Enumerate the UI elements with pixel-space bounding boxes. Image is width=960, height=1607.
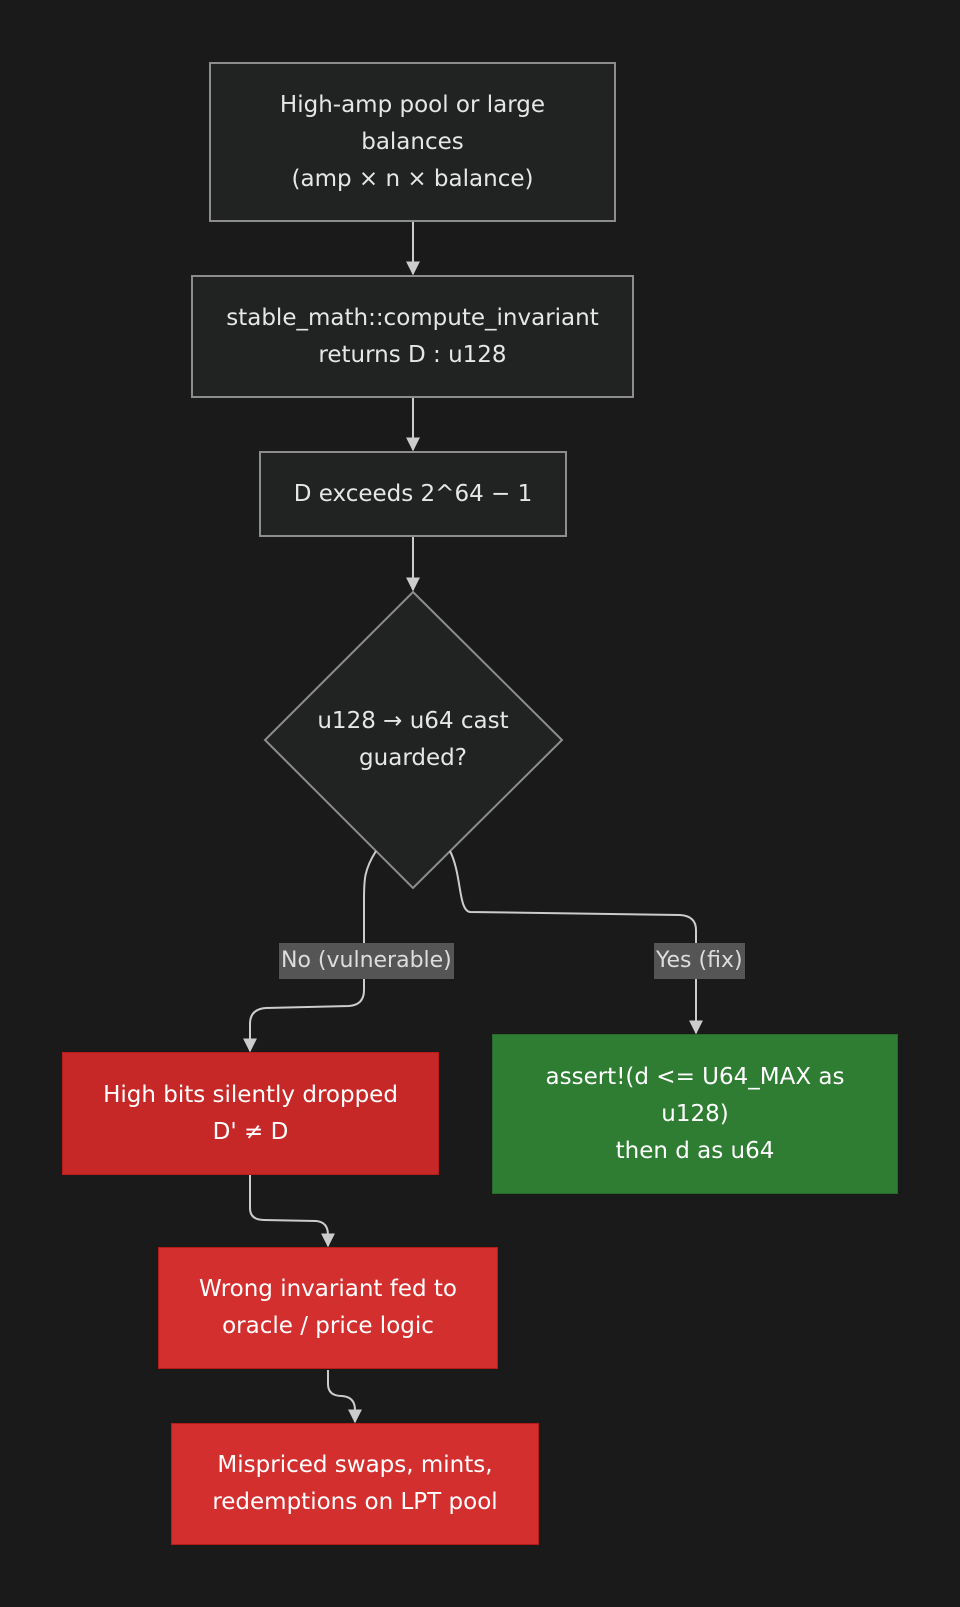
node-exceeds-label: D exceeds 2^64 − 1	[293, 480, 533, 507]
edge-wrong-mispriced	[327, 1370, 362, 1424]
node-mispriced: Mispriced swaps, mints, redemptions on L…	[171, 1423, 539, 1545]
decision-label: u128 → u64 cast guarded?	[317, 708, 509, 771]
node-start-label: High-amp pool or large balances (amp × n…	[279, 91, 546, 192]
edge-dropped-wrong	[249, 1175, 335, 1248]
edge-decision-fix	[449, 850, 703, 1035]
decision-diamond	[263, 590, 564, 890]
node-compute-invariant-label: stable_math::compute_invariant returns D…	[226, 304, 599, 368]
edge-decision-dropped	[243, 850, 377, 1053]
node-high-bits-dropped-label: High bits silently dropped D' ≠ D	[103, 1081, 398, 1145]
node-fix: assert!(d <= U64_MAX as u128) then d as …	[492, 1034, 898, 1194]
node-mispriced-label: Mispriced swaps, mints, redemptions on L…	[212, 1452, 498, 1515]
node-fix-label: assert!(d <= U64_MAX as u128) then d as …	[545, 1063, 845, 1164]
edge-label-yes: Yes (fix)	[654, 943, 745, 979]
node-wrong-invariant: Wrong invariant fed to oracle / price lo…	[158, 1247, 498, 1369]
node-exceeds: D exceeds 2^64 − 1	[259, 451, 567, 537]
node-compute-invariant: stable_math::compute_invariant returns D…	[191, 275, 634, 398]
node-high-bits-dropped: High bits silently dropped D' ≠ D	[62, 1052, 439, 1175]
edge-label-no: No (vulnerable)	[279, 943, 454, 979]
node-start: High-amp pool or large balances (amp × n…	[209, 62, 616, 222]
node-wrong-invariant-label: Wrong invariant fed to oracle / price lo…	[199, 1276, 457, 1339]
